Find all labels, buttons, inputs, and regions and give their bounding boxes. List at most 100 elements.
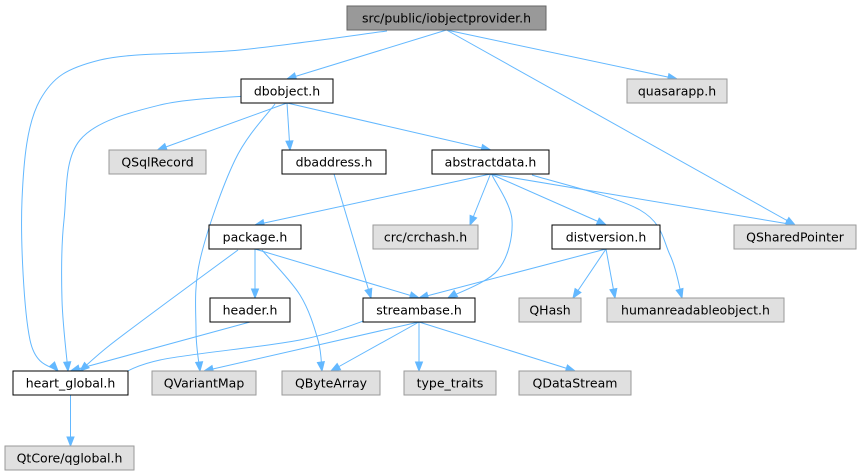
edge-line	[254, 248, 420, 299]
node-box	[431, 149, 550, 175]
edge-package-to-qbytearray	[261, 249, 325, 373]
edge-arrowhead	[469, 214, 478, 227]
node-quasarapp: quasarapp.h	[626, 78, 728, 104]
edge-streambase-to-qdatastream	[418, 321, 577, 373]
edge-dbobject-to-qsqlrecord	[156, 102, 288, 151]
node-distversion[interactable]: distversion.h	[551, 224, 661, 250]
edge-line	[531, 174, 683, 299]
edge-line	[418, 321, 576, 372]
edge-arrowhead	[66, 436, 75, 448]
edge-line	[111, 317, 373, 381]
node-box	[518, 370, 632, 396]
node-heartglobal[interactable]: heart_global.h	[12, 370, 129, 396]
nodes-layer: src/public/iobjectprovider.h dbobject.h qu…	[4, 5, 857, 471]
node-label: QDataStream	[533, 376, 618, 391]
edge-line	[157, 102, 288, 151]
node-label: QHash	[529, 303, 570, 318]
node-iobjectprovider[interactable]: src/public/iobjectprovider.h	[346, 5, 547, 31]
edge-line	[254, 173, 491, 226]
node-label: QSqlRecord	[121, 155, 193, 170]
node-box	[606, 297, 785, 323]
node-box	[346, 5, 547, 31]
node-label: QtCore/qglobal.h	[17, 451, 123, 466]
node-label: abstractdata.h	[445, 155, 537, 170]
node-package[interactable]: package.h	[208, 224, 302, 250]
node-abstractdata[interactable]: abstractdata.h	[431, 149, 550, 175]
edge-arrowhead	[609, 287, 618, 300]
node-crchash: crc/crchash.h	[372, 224, 479, 250]
edge-arrowhead	[285, 140, 294, 152]
node-box	[551, 224, 661, 250]
node-qvariantmap: QVariantMap	[151, 370, 257, 396]
edge-line	[21, 30, 388, 372]
edge-line	[490, 173, 607, 226]
node-box	[733, 224, 857, 250]
edge-iobjectprovider-to-dbobject	[285, 29, 447, 81]
edges-layer	[21, 29, 797, 448]
edge-header-to-heartglobal	[69, 321, 251, 373]
edge-abstractdata-to-distversion	[490, 173, 608, 226]
edge-line	[446, 29, 678, 80]
edge-line	[286, 29, 447, 80]
edge-package-to-header	[250, 249, 260, 300]
edge-line	[261, 249, 323, 372]
edge-heartglobal-to-qglobal	[66, 395, 75, 448]
node-label: dbaddress.h	[296, 155, 373, 170]
node-box	[403, 370, 497, 396]
edge-line	[70, 321, 251, 372]
edge-streambase-to-qbytearray	[329, 321, 420, 372]
edge-iobjectprovider-to-quasarapp	[446, 29, 679, 82]
node-label: quasarapp.h	[638, 84, 716, 99]
node-box	[151, 370, 257, 396]
node-dbaddress[interactable]: dbaddress.h	[281, 149, 387, 175]
node-box	[12, 370, 129, 396]
node-qdatastream: QDataStream	[518, 370, 632, 396]
node-label: type_traits	[417, 376, 484, 391]
node-label: QSharedPointer	[746, 230, 845, 245]
node-box	[281, 370, 381, 396]
node-label: streambase.h	[376, 303, 462, 318]
node-typetraits: type_traits	[403, 370, 497, 396]
edge-arrowhead	[414, 361, 424, 373]
edge-arrowhead	[675, 287, 684, 300]
edge-dbobject-to-heartglobal	[61, 94, 263, 373]
edge-dbobject-to-abstractdata	[286, 102, 492, 152]
node-dbobject[interactable]: dbobject.h	[240, 78, 334, 104]
edge-line	[79, 249, 239, 372]
node-label: header.h	[223, 303, 278, 318]
edge-streambase-to-qvariantmap	[202, 321, 420, 374]
node-box	[362, 297, 476, 323]
edge-line	[195, 103, 276, 372]
node-humanreadable: humanreadableobject.h	[606, 297, 785, 323]
edge-line	[418, 248, 607, 299]
node-qhash: QHash	[518, 297, 582, 323]
edge-abstractdata-to-package	[253, 173, 491, 228]
edge-line	[446, 29, 796, 226]
edge-distversion-to-qhash	[572, 248, 607, 300]
edge-package-to-streambase	[254, 248, 421, 300]
node-header[interactable]: header.h	[209, 297, 291, 323]
edge-iobjectprovider-to-heartglobal	[21, 30, 388, 373]
node-label: dbobject.h	[254, 84, 320, 99]
node-qbytearray: QByteArray	[281, 370, 381, 396]
edge-arrowhead	[316, 361, 325, 373]
edge-distversion-to-humanreadable	[605, 248, 618, 300]
node-qsqlrecord: QSqlRecord	[108, 149, 207, 175]
node-label: crc/crchash.h	[384, 230, 467, 245]
edge-line	[203, 321, 420, 372]
node-label: QByteArray	[295, 376, 368, 391]
edge-abstractdata-to-qsharedpointer	[490, 173, 797, 228]
edge-line	[572, 248, 607, 299]
edge-dbobject-to-dbaddress	[285, 102, 294, 152]
edge-dbaddress-to-streambase	[333, 173, 373, 300]
edge-line	[61, 94, 263, 372]
edge-arrowhead	[364, 287, 373, 300]
node-label: distversion.h	[566, 230, 647, 245]
edge-arrowhead	[156, 142, 168, 151]
edge-streambase-to-typetraits	[414, 322, 424, 373]
node-box	[240, 78, 334, 104]
node-streambase[interactable]: streambase.h	[362, 297, 476, 323]
node-label: QVariantMap	[164, 376, 245, 391]
node-box	[626, 78, 728, 104]
